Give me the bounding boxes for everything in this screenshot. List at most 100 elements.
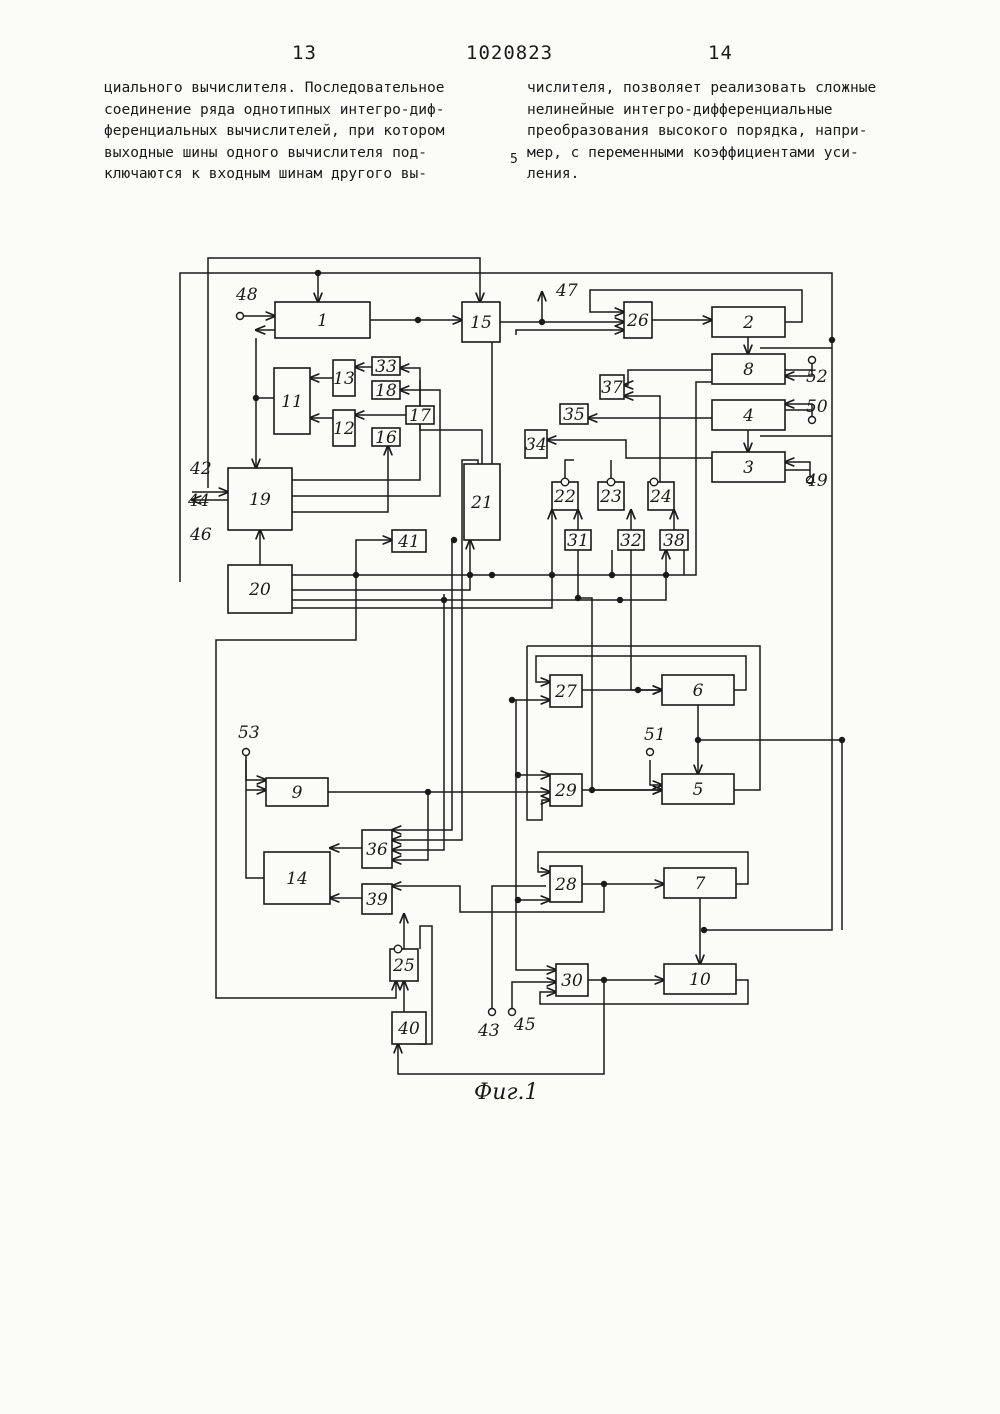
wire	[527, 646, 760, 790]
terminal-label: 42	[189, 459, 212, 479]
terminal-label: 51	[644, 725, 666, 745]
wire	[246, 760, 266, 790]
block-label: 30	[561, 971, 583, 991]
wire	[246, 756, 266, 780]
junction-dot	[609, 572, 615, 578]
block-7: 7	[664, 868, 736, 898]
junction-dot	[701, 927, 707, 933]
junction-dot	[415, 317, 421, 323]
junction-dot	[589, 787, 595, 793]
block-label: 19	[249, 490, 271, 510]
terminal-label: 53	[238, 723, 260, 743]
block-11: 11	[274, 368, 310, 434]
block-14: 14	[264, 852, 330, 904]
junction-dot	[451, 537, 457, 543]
block-label: 37	[601, 378, 623, 398]
terminal-label: 52	[806, 367, 828, 387]
block-19: 19	[228, 468, 292, 530]
block-29: 29	[550, 774, 582, 806]
terminal-48: 48	[235, 285, 258, 320]
junction-dot	[253, 395, 259, 401]
terminal-label: 46	[189, 525, 212, 545]
terminal-42: 42	[189, 459, 212, 479]
block-34: 34	[525, 430, 547, 458]
block-25: 25	[390, 949, 418, 981]
terminal-44: 44	[187, 491, 210, 511]
block-label: 3	[743, 458, 754, 478]
terminal-label: 43	[477, 1021, 500, 1041]
junction-dot	[489, 572, 495, 578]
block-label: 12	[333, 419, 355, 439]
block-label: 32	[620, 531, 642, 551]
block-label: 18	[375, 381, 397, 401]
block-label: 24	[649, 487, 672, 507]
block-label: 8	[743, 360, 754, 380]
block-label: 15	[470, 313, 492, 333]
inversion-circle	[607, 478, 615, 486]
block-label: 11	[281, 392, 303, 412]
block-1: 1	[275, 302, 370, 338]
wire	[356, 540, 392, 575]
inversion-circle	[561, 478, 569, 486]
block-label: 13	[333, 369, 355, 389]
block-4: 4	[712, 400, 785, 430]
inversion-circle	[650, 478, 658, 486]
terminal-52: 52	[806, 357, 828, 388]
block-label: 41	[397, 532, 420, 552]
block-label: 10	[689, 970, 711, 990]
junction-dot	[515, 772, 521, 778]
block-label: 35	[563, 405, 585, 425]
terminal-49: 49	[805, 471, 828, 491]
wire	[516, 700, 556, 970]
block-label: 2	[742, 313, 754, 333]
block-label: 14	[286, 869, 308, 889]
junction-dot	[353, 572, 359, 578]
block-41: 41	[392, 530, 426, 552]
block-label: 16	[375, 428, 397, 448]
junction-dot	[539, 319, 545, 325]
wire	[292, 446, 388, 512]
block-2: 2	[712, 307, 785, 337]
junction-dot	[663, 572, 669, 578]
block-30: 30	[556, 964, 588, 996]
block-35: 35	[560, 404, 588, 425]
terminal-label: 50	[806, 397, 828, 417]
terminal-label: 49	[805, 471, 828, 491]
blocks-layer: 1234567891011121314151617181920212223242…	[228, 302, 785, 1044]
block-label: 4	[742, 406, 754, 426]
wire	[516, 330, 624, 335]
junction-dot	[467, 572, 473, 578]
block-39: 39	[362, 884, 392, 914]
wire	[698, 740, 842, 930]
junction-dot	[601, 881, 607, 887]
block-label: 29	[554, 781, 577, 801]
block-3: 3	[712, 452, 785, 482]
block-6: 6	[662, 675, 734, 705]
block-label: 33	[375, 357, 397, 377]
block-label: 7	[695, 874, 706, 894]
block-9: 9	[266, 778, 328, 806]
block-26: 26	[624, 302, 652, 338]
wire	[624, 396, 660, 482]
wire	[650, 760, 662, 785]
block-label: 31	[567, 531, 589, 551]
block-label: 28	[554, 875, 577, 895]
block-label: 5	[693, 780, 704, 800]
wire	[392, 594, 444, 850]
terminal-43: 43	[477, 1009, 500, 1042]
block-label: 22	[553, 487, 576, 507]
block-10: 10	[664, 964, 736, 994]
block-31: 31	[565, 530, 591, 551]
junction-dot	[441, 597, 447, 603]
block-label: 26	[626, 311, 649, 331]
block-label: 34	[525, 435, 547, 455]
terminal-label: 44	[187, 491, 210, 511]
block-28: 28	[550, 866, 582, 902]
block-12: 12	[333, 410, 355, 446]
block-5: 5	[662, 774, 734, 804]
block-20: 20	[228, 565, 292, 613]
wire	[527, 646, 550, 820]
terminal-47: 47	[555, 281, 578, 301]
block-32: 32	[618, 530, 644, 551]
junction-dot	[695, 737, 701, 743]
